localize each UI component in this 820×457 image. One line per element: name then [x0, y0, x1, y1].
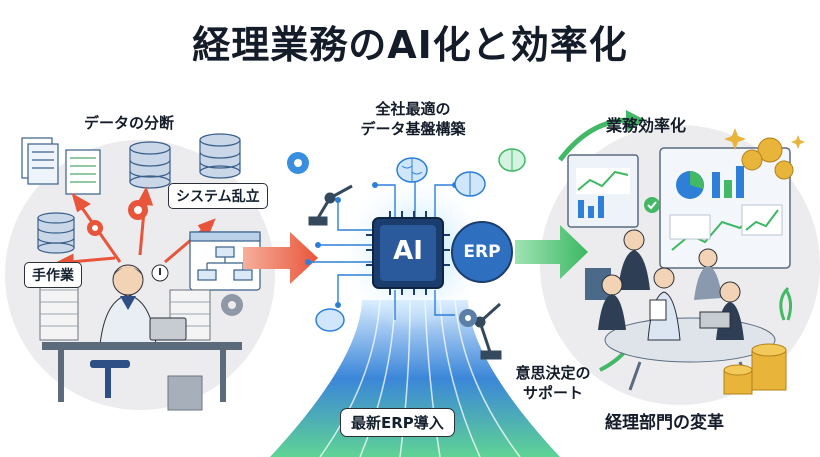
coin-icon	[723, 343, 787, 395]
system-sprawl-tag: システム乱立	[168, 183, 268, 209]
gear-icon	[287, 152, 309, 174]
stressed-worker	[39, 264, 242, 411]
ai-chip-label: AI	[393, 236, 423, 266]
decision-support-line1: 意思決定の	[515, 364, 591, 382]
erp-chip	[451, 221, 513, 283]
database-icon	[199, 133, 241, 179]
dashboard-screen	[567, 154, 639, 228]
flowchart-window	[189, 231, 261, 291]
ai-chip	[366, 211, 450, 295]
gear-icon	[459, 309, 477, 327]
brain-icon	[396, 157, 428, 183]
decision-support-line2: サポート	[522, 384, 583, 402]
platform-heading-line1: 全社最適の	[375, 100, 451, 118]
team-meeting	[585, 229, 776, 391]
page-title: 経理業務のAI化と効率化	[192, 23, 628, 67]
brain-icon	[315, 308, 345, 332]
erp-adoption-banner: 最新ERP導入	[340, 408, 455, 437]
gear-icon	[221, 294, 243, 316]
circuit-lines	[308, 170, 455, 320]
warning-icon	[151, 264, 169, 282]
robot-arm-icon	[474, 302, 502, 360]
brain-icon	[498, 148, 526, 172]
transition-arrow-green	[515, 225, 588, 279]
plant-icon	[779, 286, 793, 321]
efficiency-arrow	[558, 117, 631, 162]
brain-icon	[454, 171, 486, 197]
transition-arrow-red	[243, 232, 318, 284]
erp-chip-label: ERP	[463, 242, 501, 262]
sparkle-icon	[724, 128, 805, 150]
accounting-transformation-label: 経理部門の変革	[605, 413, 724, 433]
robot-arm-icon	[308, 184, 353, 226]
platform-heading-line2: データ基盤構築	[360, 120, 466, 138]
efficiency-heading: 業務効率化	[606, 116, 687, 135]
coin-icon	[741, 137, 794, 180]
gear-icon	[87, 220, 103, 236]
check-icon	[644, 197, 660, 213]
efficiency-arrow-head	[626, 110, 645, 132]
chart-icon	[741, 204, 783, 236]
manual-work-tag: 手作業	[24, 262, 82, 288]
document-icon	[21, 137, 59, 185]
gear-icon	[128, 200, 148, 220]
database-icon	[129, 141, 171, 189]
dashboard-screen	[659, 147, 791, 269]
database-icon	[37, 212, 75, 254]
data-silo-heading: データの分断	[84, 114, 175, 132]
document-icon	[65, 149, 101, 195]
